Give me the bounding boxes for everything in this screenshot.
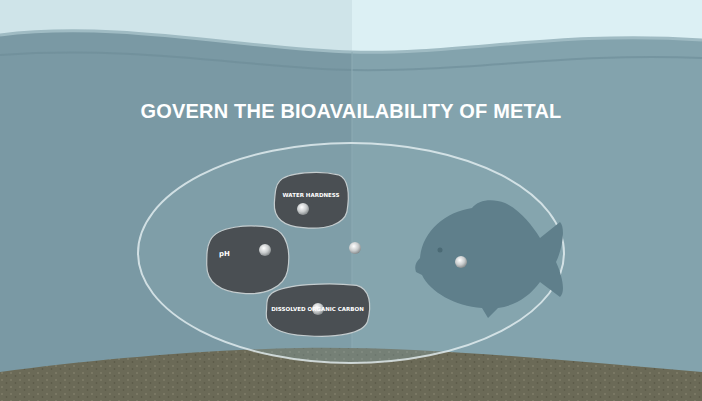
node-label: DISSOLVED ORGANIC CARBON bbox=[271, 306, 364, 312]
rock-shape bbox=[205, 222, 291, 296]
rock-node: pH bbox=[205, 222, 291, 296]
node-label: pH bbox=[219, 250, 230, 258]
node-label: WATER HARDNESS bbox=[282, 192, 339, 198]
title: GOVERN THE BIOAVAILABILITY OF METAL bbox=[0, 100, 702, 123]
rock-node: WATER HARDNESS bbox=[272, 170, 350, 230]
rock-node: DISSOLVED ORGANIC CARBON bbox=[263, 282, 372, 338]
metal-ball bbox=[258, 243, 272, 257]
rock-shape bbox=[272, 170, 350, 230]
metal-ball bbox=[296, 202, 310, 216]
